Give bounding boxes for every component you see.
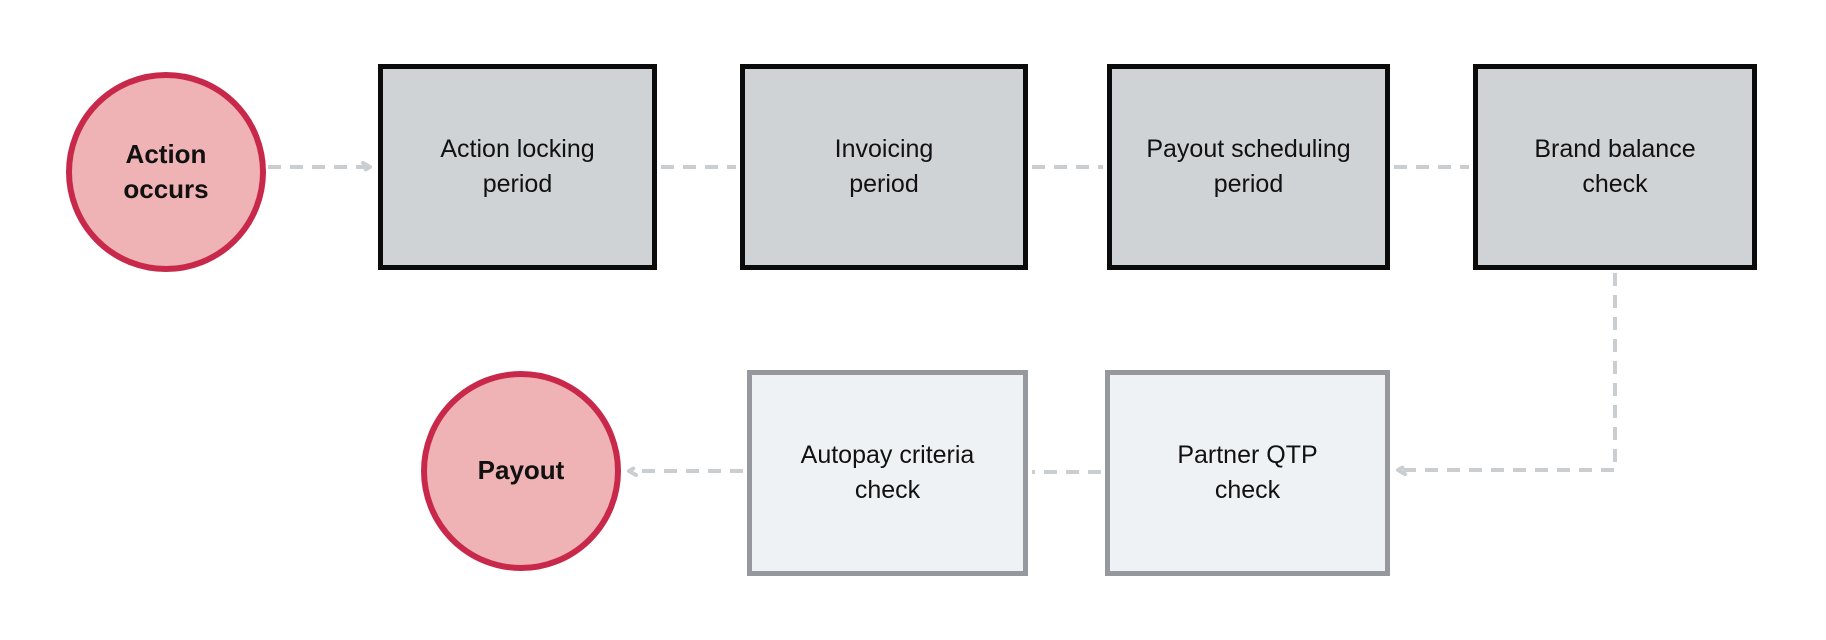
node-payout: Payout [421, 371, 621, 571]
node-autopay-criteria-check: Autopay criteria check [747, 370, 1028, 576]
node-brand-balance-check: Brand balance check [1473, 64, 1757, 270]
node-partner-qtp-check: Partner QTP check [1105, 370, 1390, 576]
node-action-locking-period: Action locking period [378, 64, 657, 270]
node-payout-scheduling-period: Payout scheduling period [1107, 64, 1390, 270]
node-action-occurs: Action occurs [66, 72, 266, 272]
node-invoicing-period: Invoicing period [740, 64, 1028, 270]
connector-brand-balance-to-partner-qtp [1398, 273, 1617, 470]
